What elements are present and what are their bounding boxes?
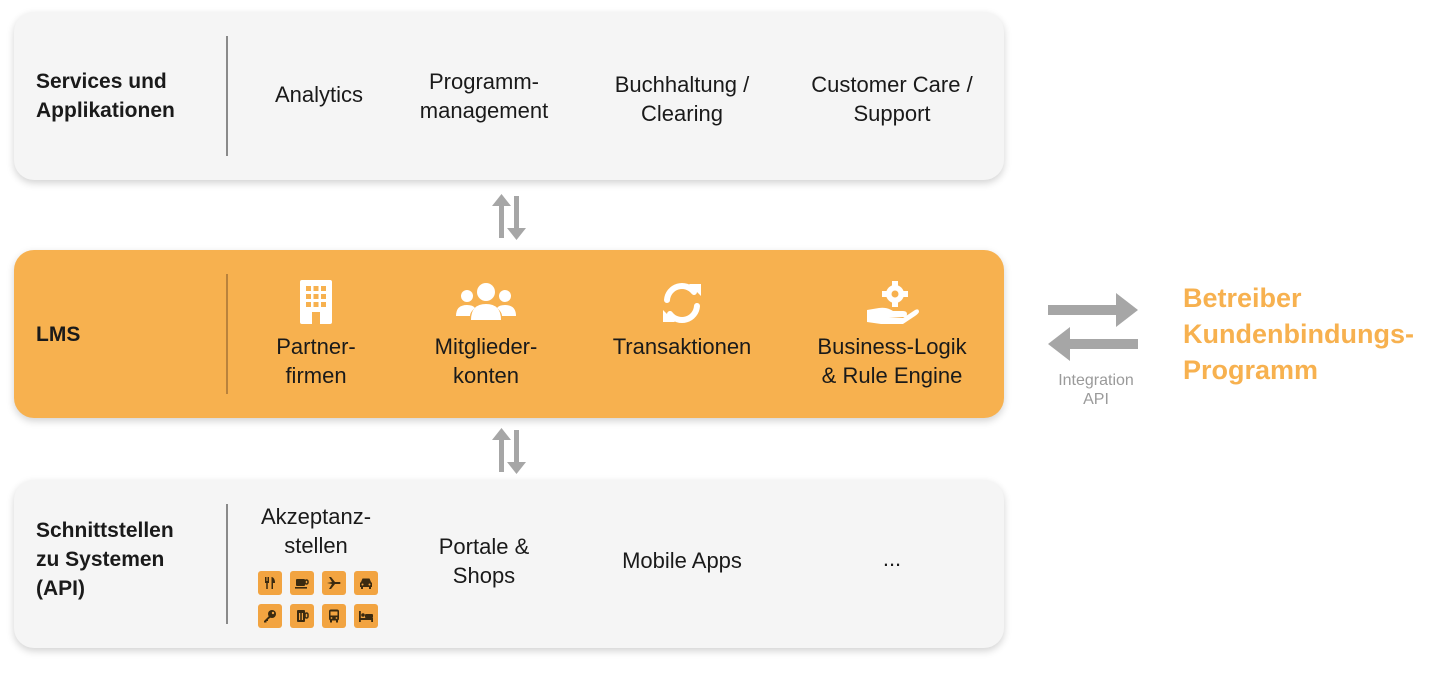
building-icon [300, 280, 332, 324]
lms-business-logik: Business-Logik & Rule Engine [794, 280, 990, 390]
api-title: Schnittstellen zu Systemen (API) [36, 519, 174, 600]
services-title: Services und Applikationen [36, 70, 175, 122]
plane-icon [322, 571, 346, 595]
service-customer-care: Customer Care / Support [811, 72, 973, 126]
api-portale-shops: Portale & Shops [438, 534, 530, 588]
updown-arrow-icon [492, 428, 526, 474]
service-programm-management: Programm- management [419, 69, 549, 123]
operator-label: Betreiber Kundenbindungs- Programm [1183, 283, 1414, 385]
lms-divider [226, 274, 228, 394]
api-panel: Schnittstellen zu Systemen (API) Akzepta… [14, 480, 1004, 648]
restaurant-icon [258, 571, 282, 595]
lms-mitgliederkonten: Mitglieder- konten [412, 280, 560, 390]
hotel-bed-icon [354, 604, 378, 628]
integration-api-label: Integration API [1058, 372, 1134, 408]
beer-icon [290, 604, 314, 628]
hand-gear-icon [867, 281, 919, 324]
service-analytics: Analytics [274, 82, 364, 107]
bus-icon [322, 604, 346, 628]
sync-icon [663, 283, 701, 323]
coffee-icon [290, 571, 314, 595]
api-more: ... [882, 546, 902, 571]
updown-arrow-icon [492, 194, 526, 240]
services-divider [226, 36, 228, 156]
lms-title: LMS [36, 323, 81, 346]
api-akzeptanzstellen: Akzeptanz- stellen [260, 504, 372, 558]
users-icon [456, 283, 516, 320]
lms-panel: LMS Partner- firmen Mit [14, 250, 1004, 418]
key-icon [258, 604, 282, 628]
lms-partnerfirmen: Partner- firmen [246, 280, 386, 390]
car-icon [354, 571, 378, 595]
lms-transaktionen: Transaktionen [592, 280, 772, 361]
services-panel: Services und Applikationen Analytics Pro… [14, 12, 1004, 180]
api-mobile-apps: Mobile Apps [622, 548, 742, 573]
api-divider [226, 504, 228, 624]
leftright-arrow-icon [1048, 293, 1138, 361]
service-buchhaltung: Buchhaltung / Clearing [614, 72, 750, 126]
